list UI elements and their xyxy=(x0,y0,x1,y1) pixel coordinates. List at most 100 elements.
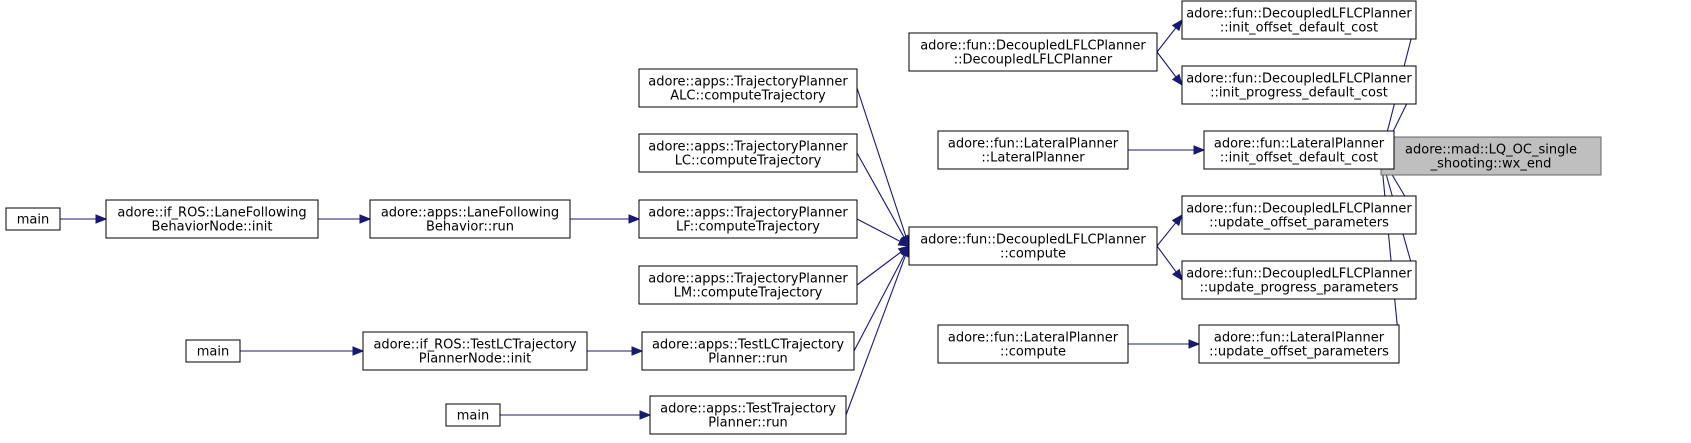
arrow-head xyxy=(1171,213,1183,227)
node-box[interactable] xyxy=(638,265,858,305)
node-dlp_ctor[interactable]: adore::fun::DecoupledLFLCPlanner::Decoup… xyxy=(908,32,1158,72)
arrow-head xyxy=(631,346,644,356)
arrow-head xyxy=(1171,18,1183,32)
edge-main1-to-ros_lfb_init xyxy=(60,214,108,224)
node-box[interactable] xyxy=(1198,324,1400,364)
node-box[interactable] xyxy=(1181,65,1417,105)
node-box[interactable] xyxy=(185,339,241,363)
node-label-line: adore::fun::DecoupledLFLCPlanner xyxy=(920,39,1146,54)
node-main2[interactable]: main xyxy=(185,339,241,363)
node-label-line: adore::apps::TestTrajectory xyxy=(660,402,836,417)
node-box[interactable] xyxy=(1203,130,1395,170)
node-dlp_compute[interactable]: adore::fun::DecoupledLFLCPlanner::comput… xyxy=(908,226,1158,266)
node-label-line: ::LateralPlanner xyxy=(981,151,1085,166)
node-box[interactable] xyxy=(641,331,855,371)
node-label-line: ::compute xyxy=(1000,345,1066,360)
node-box[interactable] xyxy=(1181,195,1417,235)
node-label-line: Planner::run xyxy=(708,416,788,431)
node-label-line: main xyxy=(457,409,489,424)
node-label-line: adore::apps::TrajectoryPlanner xyxy=(648,272,848,287)
node-label-line: adore::fun::DecoupledLFLCPlanner xyxy=(1186,7,1412,22)
node-box[interactable] xyxy=(105,199,319,239)
node-label-line: adore::apps::TrajectoryPlanner xyxy=(648,140,848,155)
node-dlp_update_progress[interactable]: adore::fun::DecoupledLFLCPlanner::update… xyxy=(1181,260,1417,300)
node-dlp_init_progress[interactable]: adore::fun::DecoupledLFLCPlanner::init_p… xyxy=(1181,65,1417,105)
node-main1[interactable]: main xyxy=(5,207,61,231)
node-dlp_init_offset[interactable]: adore::fun::DecoupledLFLCPlanner::init_o… xyxy=(1181,0,1417,40)
node-box[interactable] xyxy=(1181,0,1417,40)
node-label-line: adore::apps::TrajectoryPlanner xyxy=(648,75,848,90)
node-box[interactable] xyxy=(638,199,858,239)
node-box[interactable] xyxy=(445,403,501,427)
edge-dlp_ctor-to-dlp_init_progress xyxy=(1156,51,1183,87)
node-box[interactable] xyxy=(937,130,1129,170)
edge-dlp_compute-to-dlp_update_offset xyxy=(1156,213,1183,247)
node-label-line: adore::fun::DecoupledLFLCPlanner xyxy=(1186,202,1412,217)
edge-line xyxy=(856,87,907,237)
node-label-line: main xyxy=(197,345,229,360)
node-tp_lc[interactable]: adore::apps::TrajectoryPlannerLC::comput… xyxy=(638,133,858,173)
edge-lp_ctor-to-lp_init_offset xyxy=(1128,145,1206,155)
node-ros_lfb_init[interactable]: adore::if_ROS::LaneFollowingBehaviorNode… xyxy=(105,199,319,239)
edge-line xyxy=(1156,245,1177,273)
node-box[interactable] xyxy=(649,395,847,435)
arrow-head xyxy=(1171,73,1183,87)
node-test_lc_run[interactable]: adore::apps::TestLCTrajectoryPlanner::ru… xyxy=(641,331,855,371)
node-label-line: ::init_offset_default_cost xyxy=(1220,21,1378,36)
node-label-line: adore::fun::LateralPlanner xyxy=(948,137,1119,152)
nodes-layer: adore::mad::LQ_OC_single_shooting::wx_en… xyxy=(5,0,1602,435)
node-label-line: ::update_progress_parameters xyxy=(1199,281,1398,296)
node-label-line: adore::apps::TestLCTrajectory xyxy=(652,338,844,353)
node-box[interactable] xyxy=(638,68,858,108)
node-label-line: adore::apps::LaneFollowing xyxy=(381,206,559,221)
node-main3[interactable]: main xyxy=(445,403,501,427)
node-tp_lm[interactable]: adore::apps::TrajectoryPlannerLM::comput… xyxy=(638,265,858,305)
edge-line xyxy=(1156,51,1177,78)
node-tp_alc[interactable]: adore::apps::TrajectoryPlannerALC::compu… xyxy=(638,68,858,108)
node-wx_end[interactable]: adore::mad::LQ_OC_single_shooting::wx_en… xyxy=(1380,136,1602,176)
node-box[interactable] xyxy=(908,226,1158,266)
node-label-line: adore::fun::LateralPlanner xyxy=(948,331,1119,346)
node-dlp_update_offset[interactable]: adore::fun::DecoupledLFLCPlanner::update… xyxy=(1181,195,1417,235)
node-label-line: adore::fun::LateralPlanner xyxy=(1214,331,1385,346)
node-box[interactable] xyxy=(1181,260,1417,300)
focus-node-box[interactable] xyxy=(1380,136,1602,176)
node-tp_lf[interactable]: adore::apps::TrajectoryPlannerLF::comput… xyxy=(638,199,858,239)
node-ros_test_lc_init[interactable]: adore::if_ROS::TestLCTrajectoryPlannerNo… xyxy=(362,331,588,371)
edge-line xyxy=(856,251,902,286)
node-label-line: ALC::computeTrajectory xyxy=(670,89,826,104)
node-lp_update_offset[interactable]: adore::fun::LateralPlanner::update_offse… xyxy=(1198,324,1400,364)
node-lp_compute[interactable]: adore::fun::LateralPlanner::compute xyxy=(937,324,1129,364)
node-label-line: LM::computeTrajectory xyxy=(674,286,823,301)
edge-line xyxy=(1381,165,1400,345)
node-box[interactable] xyxy=(5,207,61,231)
node-box[interactable] xyxy=(369,199,571,239)
node-box[interactable] xyxy=(362,331,588,371)
edge-tp_lf-to-dlp_compute xyxy=(856,218,911,247)
node-box[interactable] xyxy=(638,133,858,173)
node-lp_ctor[interactable]: adore::fun::LateralPlanner::LateralPlann… xyxy=(937,130,1129,170)
node-label-line: adore::if_ROS::TestLCTrajectory xyxy=(373,338,576,353)
node-box[interactable] xyxy=(937,324,1129,364)
node-label-line: _shooting::wx_end xyxy=(1430,157,1552,172)
arrow-head xyxy=(639,410,652,420)
node-label-line: LC::computeTrajectory xyxy=(675,154,822,169)
edge-line xyxy=(1156,27,1177,53)
node-label-line: PlannerNode::init xyxy=(419,352,532,367)
edge-main3-to-test_tp_run xyxy=(500,410,652,420)
node-label-line: ::DecoupledLFLCPlanner xyxy=(954,53,1113,68)
node-box[interactable] xyxy=(908,32,1158,72)
node-lp_init_offset[interactable]: adore::fun::LateralPlanner::init_offset_… xyxy=(1203,130,1395,170)
node-label-line: adore::fun::DecoupledLFLCPlanner xyxy=(1186,72,1412,87)
node-label-line: BehaviorNode::init xyxy=(152,220,273,235)
node-label-line: ::compute xyxy=(1000,247,1066,262)
edge-line xyxy=(853,254,905,352)
node-label-line: adore::if_ROS::LaneFollowing xyxy=(117,206,306,221)
edge-dlp_ctor-to-dlp_init_offset xyxy=(1156,18,1183,53)
edge-line xyxy=(845,255,907,416)
arrow-head xyxy=(359,214,372,224)
node-label-line: Behavior::run xyxy=(426,220,514,235)
